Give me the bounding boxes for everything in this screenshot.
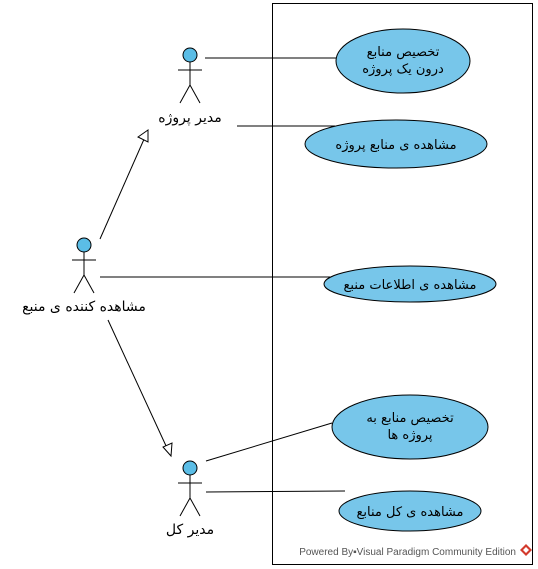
generalization-line-to-general-manager [107, 319, 168, 449]
footer-text: Powered By▪Visual Paradigm Community Edi… [299, 547, 516, 558]
use-case-ellipse [331, 394, 489, 460]
actor-left-leg [73, 274, 85, 294]
actor-right-leg [83, 274, 95, 294]
generalization-arrowhead-general-manager [162, 442, 173, 458]
actor-label: مشاهده کننده ی منبع [22, 299, 146, 315]
use-case-ellipse [338, 490, 482, 532]
actor-right-leg [189, 84, 201, 104]
actor-label: مدیر پروژه [158, 110, 221, 126]
use-case-uc4: تخصیص منابع به پروژه ها [331, 394, 489, 460]
actor-left-leg [179, 84, 191, 104]
generalizations [99, 129, 173, 458]
associations [100, 57, 346, 493]
use-case-label-line-2: پروژه ها [387, 428, 432, 443]
actor-resource-viewer: مشاهده کننده ی منبع [22, 237, 146, 315]
generalization-line-to-project-manager [99, 136, 146, 240]
association-line-general-manager-uc5 [205, 490, 346, 493]
actor-head [182, 47, 198, 63]
actor-head [76, 237, 92, 253]
use-case-label-line-1: تخصیص منابع به [366, 411, 454, 426]
system-boundary [272, 3, 533, 565]
association-line-general-manager-uc4 [205, 422, 333, 462]
use-case-uc3: مشاهده ی اطلاعات منبع [323, 265, 497, 303]
actor-general-manager: مدیر کل [166, 460, 214, 538]
actor-right-leg [189, 497, 201, 517]
use-case-uc2: مشاهده ی منابع پروژه [304, 119, 488, 169]
use-case-ellipse [335, 28, 471, 94]
use-case-ellipse [304, 119, 488, 169]
use-case-label: مشاهده ی کل منابع [356, 505, 463, 520]
use-case-ellipse [323, 265, 497, 303]
actor-project-manager: مدیر پروژه [158, 47, 222, 126]
actor-head [182, 460, 198, 476]
actor-left-leg [179, 497, 191, 517]
use-case-uc5: مشاهده ی کل منابع [338, 490, 482, 532]
use-case-label: مشاهده ی اطلاعات منبع [344, 278, 477, 293]
visual-paradigm-logo-icon [520, 544, 532, 556]
actor-label: مدیر کل [166, 522, 214, 538]
use-case-label: مشاهده ی منابع پروژه [335, 138, 456, 153]
use-case-label-line-2: درون یک پروژه [362, 62, 444, 77]
use-case-uc1: تخصیص منابع درون یک پروژه [335, 28, 471, 94]
generalization-arrowhead-project-manager [137, 129, 149, 143]
use-case-label-line-1: تخصیص منابع [367, 45, 440, 60]
footer: Powered By▪Visual Paradigm Community Edi… [299, 544, 532, 558]
